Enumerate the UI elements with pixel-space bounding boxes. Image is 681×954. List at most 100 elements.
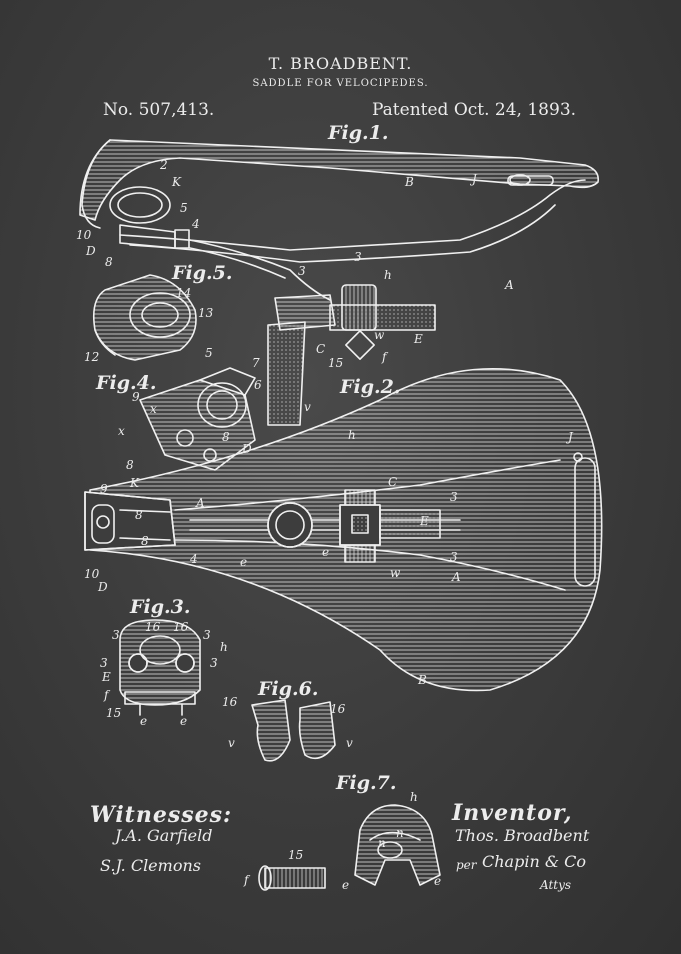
ref-label: 4 [192,217,200,231]
attorney-prefix: per [456,858,477,872]
ref-label: f [244,873,249,887]
ref-label: e [140,714,148,728]
ref-label: 4 [190,552,198,566]
ref-label: e [342,878,350,892]
ref-label: 2 [160,158,168,172]
ref-label: h [348,428,356,442]
ref-label: w [374,328,385,342]
ref-label: D [242,442,252,456]
ref-label: K [172,175,181,189]
fig5-clamp-block [92,274,197,361]
fig2-plan-view [84,367,603,692]
inventor-name-heading: T. BROADBENT. [268,54,413,73]
ref-label: 15 [288,848,304,862]
ref-label: E [420,514,429,528]
fig7-clip-perspective [354,804,441,886]
ref-label: 3 [450,550,458,564]
ref-label: e [180,714,188,728]
ref-label: 16 [222,695,238,709]
ref-label: A [505,278,514,292]
ref-label: A [452,570,461,584]
figure-label-4: Fig.4. [96,372,157,394]
ref-label: n [396,826,404,840]
ref-label: 13 [198,306,214,320]
figure-label-2: Fig.2. [340,376,401,398]
ref-label: D [86,244,96,258]
inventor-signature: Thos. Broadbent [455,826,590,845]
patent-number: No. 507,413. [103,100,215,120]
ref-label: f [104,688,109,702]
ref-label: 12 [84,350,100,364]
fig1-side-view [79,139,600,426]
inventor-label: Inventor, [452,800,573,826]
attorney-suffix: Attys [540,878,572,892]
ref-label: 10 [84,567,100,581]
ref-label: 6 [254,378,262,392]
witness-signature-1: J.A. Garfield [115,826,213,845]
ref-label: C [388,475,398,489]
fig4-rear-bracket [139,367,256,471]
fig6-clip-jaws [251,699,336,762]
screw-15 [258,865,326,891]
ref-label: E [102,670,111,684]
attorney-signature: Chapin & Co [482,852,587,871]
ref-label: K [130,476,139,490]
ref-label: v [304,400,311,414]
ref-label: h [384,268,392,282]
ref-label: h [220,640,228,654]
ref-label: w [390,566,401,580]
ref-label: J [568,430,573,444]
patented-date: Patented Oct. 24, 1893. [372,100,577,120]
ref-label: 7 [252,356,260,370]
ref-label: 16 [145,620,161,634]
ref-label: J [472,172,477,186]
ref-label: 5 [180,201,188,215]
ref-label: v [228,736,235,750]
ref-label: e [240,555,248,569]
ref-label: B [418,673,427,687]
fig3-clip-end-view [119,619,201,716]
ref-label: 3 [100,656,108,670]
ref-label: 3 [298,264,306,278]
ref-label: 16 [173,620,189,634]
ref-label: x [150,402,157,416]
figure-label-1: Fig.1. [328,122,389,144]
ref-label: 8 [222,430,230,444]
ref-label: 3 [450,490,458,504]
ref-label: 8 [105,255,113,269]
ref-label: 10 [76,228,92,242]
ref-label: E [414,332,423,346]
ref-label: x [118,424,125,438]
ref-label: 3 [210,656,218,670]
ref-label: A [196,496,205,510]
ref-label: e [322,545,330,559]
figure-label-7: Fig.7. [336,772,397,794]
ref-label: 15 [328,356,344,370]
ref-label: 15 [106,706,122,720]
ref-label: 3 [354,250,362,264]
ref-label: 3 [203,628,211,642]
witnesses-label: Witnesses: [90,802,233,828]
ref-label: 9 [132,390,140,404]
ref-label: 8 [135,508,143,522]
ref-label: 16 [330,702,346,716]
ref-label: 8 [126,458,134,472]
ref-label: n [378,836,386,850]
figure-label-3: Fig.3. [130,596,191,618]
ref-label: C [316,342,326,356]
ref-label: 9 [100,482,108,496]
figure-label-6: Fig.6. [258,678,319,700]
ref-label: 14 [176,286,192,300]
ref-label: 3 [112,628,120,642]
figure-label-5: Fig.5. [172,262,233,284]
ref-label: f [382,350,387,364]
ref-label: h [410,790,418,804]
ref-label: 5 [205,346,213,360]
patent-title: SADDLE FOR VELOCIPEDES. [252,78,429,89]
ref-label: e [434,874,442,888]
ref-label: B [405,175,414,189]
ref-label: 8 [141,534,149,548]
ref-label: D [98,580,108,594]
